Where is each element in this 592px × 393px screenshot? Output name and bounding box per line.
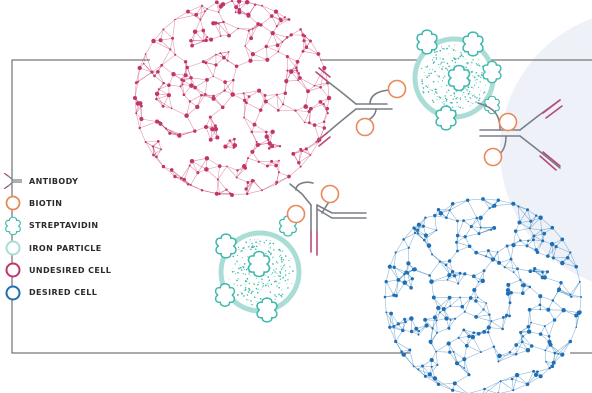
background-circle — [500, 18, 592, 282]
legend-label: UNDESIRED CELL — [29, 265, 112, 275]
biotin-icon — [320, 184, 340, 204]
streptavidin-icon — [435, 105, 457, 131]
iron-particle-icon — [2, 237, 24, 259]
streptavidin-icon — [416, 29, 438, 55]
legend: ANTIBODY BIOTIN STREPTAVIDIN IRON PARTIC… — [2, 170, 152, 304]
legend-label: ANTIBODY — [29, 176, 79, 186]
network-nodes — [383, 197, 582, 393]
streptavidin-icon — [256, 297, 278, 323]
legend-item-undesired-cell: UNDESIRED CELL — [2, 259, 152, 281]
legend-label: BIOTIN — [29, 198, 63, 208]
legend-item-antibody: ANTIBODY — [2, 170, 152, 192]
biotin-group — [286, 79, 518, 224]
streptavidin-icon — [484, 95, 500, 115]
legend-label: STREPTAVIDIN — [29, 221, 99, 231]
streptavidin-icon — [482, 60, 502, 84]
biotin-icon — [387, 79, 407, 99]
legend-item-streptavidin: STREPTAVIDIN — [2, 215, 152, 237]
biotin-icon — [498, 112, 518, 132]
biotin-icon — [286, 204, 306, 224]
legend-item-iron-particle: IRON PARTICLE — [2, 237, 152, 259]
undesired-cell — [132, 0, 332, 197]
streptavidin-icon — [2, 215, 24, 237]
network-nodes — [132, 0, 332, 197]
antibody-icon — [2, 170, 24, 192]
legend-label: IRON PARTICLE — [29, 243, 102, 253]
streptavidin-icon — [247, 250, 271, 278]
legend-item-biotin: BIOTIN — [2, 192, 152, 214]
legend-label: DESIRED CELL — [29, 288, 98, 298]
biotin-icon — [355, 117, 375, 137]
streptavidin-icon — [462, 31, 484, 57]
iron-particle-dots — [228, 238, 294, 306]
undesired-cell-icon — [2, 259, 24, 281]
streptavidin-icon — [215, 233, 237, 259]
desired-cell-icon — [2, 282, 24, 304]
antibody-icon — [477, 99, 563, 171]
streptavidin-icon — [214, 283, 236, 307]
biotin-icon — [2, 192, 24, 214]
legend-item-desired-cell: DESIRED CELL — [2, 281, 152, 303]
desired-cell — [383, 197, 582, 393]
streptavidin-icon — [447, 64, 471, 92]
biotin-icon — [483, 147, 503, 167]
